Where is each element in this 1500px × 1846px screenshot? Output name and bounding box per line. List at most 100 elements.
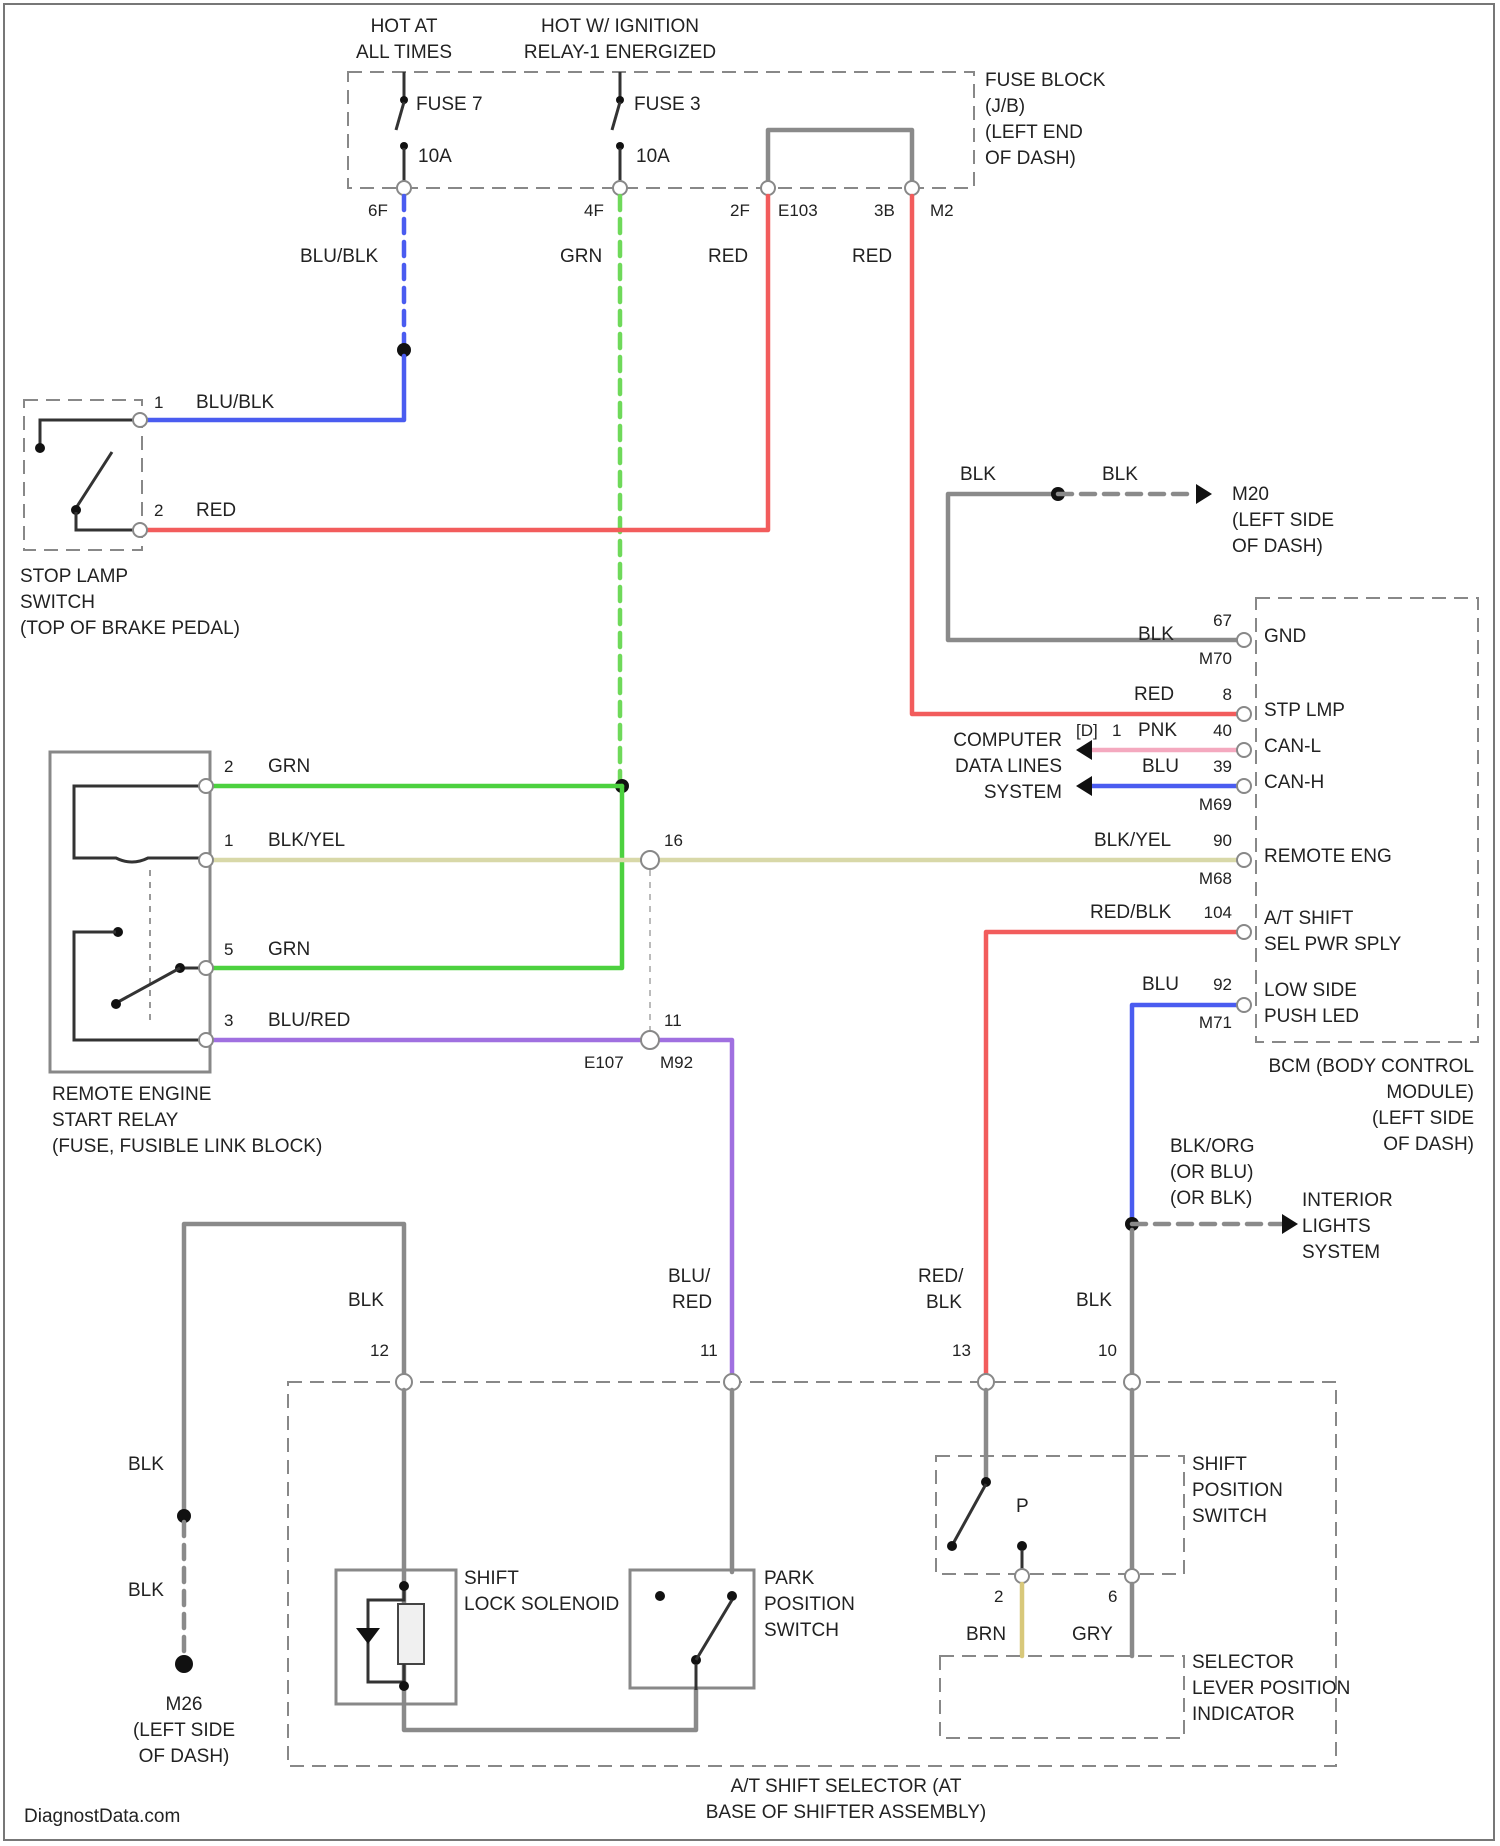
svg-text:M2: M2 (930, 201, 954, 220)
fuse-7: FUSE 7 10A (396, 72, 483, 186)
svg-text:SHIFT: SHIFT (1192, 1454, 1247, 1475)
svg-text:SELECTOR: SELECTOR (1192, 1652, 1294, 1673)
label-blu-39: BLU (1142, 756, 1179, 777)
shifter-label: A/T SHIFT SELECTOR (AT BASE OF SHIFTER A… (706, 1776, 987, 1823)
svg-text:13: 13 (952, 1341, 971, 1360)
interior-lights-arrow (1282, 1214, 1298, 1234)
label-red-stop: RED (196, 500, 236, 521)
svg-text:MODULE): MODULE) (1386, 1082, 1474, 1103)
stop-lamp-switch-label: STOP LAMP SWITCH (TOP OF BRAKE PEDAL) (20, 566, 240, 639)
svg-text:(LEFT SIDE: (LEFT SIDE (1372, 1108, 1474, 1129)
remote-relay-pins: 2 1 5 3 (224, 757, 233, 1030)
ground-m26-label: M26 (LEFT SIDE OF DASH) (133, 1694, 235, 1767)
wire-red-bcm (912, 196, 1238, 714)
label-blk-ground-bottom: BLK (128, 1580, 164, 1601)
shift-position-switch-label: SHIFT POSITION SWITCH (1192, 1454, 1283, 1527)
splice-11-label: 11 (664, 1011, 682, 1030)
shift-position-terminals: 2 6 (994, 1569, 1139, 1606)
shift-lock-solenoid (356, 1581, 424, 1691)
svg-text:STOP LAMP: STOP LAMP (20, 566, 128, 587)
svg-text:39: 39 (1213, 757, 1232, 776)
svg-text:(LEFT SIDE: (LEFT SIDE (133, 1720, 235, 1741)
svg-text:(OR BLK): (OR BLK) (1170, 1188, 1252, 1209)
svg-text:RED: RED (672, 1292, 712, 1313)
svg-text:BASE OF SHIFTER ASSEMBLY): BASE OF SHIFTER ASSEMBLY) (706, 1802, 987, 1823)
svg-text:POSITION: POSITION (1192, 1480, 1283, 1501)
bcm-box (1256, 598, 1478, 1042)
shifter-pins: 12 11 13 10 (370, 1341, 1117, 1360)
svg-text:A/T SHIFT: A/T SHIFT (1264, 908, 1354, 929)
svg-text:PUSH LED: PUSH LED (1264, 1006, 1359, 1027)
svg-text:11: 11 (700, 1341, 718, 1360)
svg-text:A/T SHIFT SELECTOR (AT: A/T SHIFT SELECTOR (AT (731, 1776, 962, 1797)
svg-text:10A: 10A (636, 146, 670, 167)
svg-text:6: 6 (1108, 1587, 1117, 1606)
svg-text:M69: M69 (1199, 795, 1232, 814)
label-grn-relay-2: GRN (268, 756, 310, 777)
shift-lock-solenoid-label: SHIFT LOCK SOLENOID (464, 1568, 619, 1615)
selector-indicator-box (940, 1656, 1184, 1738)
ground-m20-arrow (1196, 484, 1212, 504)
svg-text:67: 67 (1213, 611, 1232, 630)
svg-text:RED/: RED/ (918, 1266, 964, 1287)
computer-data-lines-label: COMPUTER DATA LINES SYSTEM (953, 730, 1062, 803)
svg-text:E103: E103 (778, 201, 818, 220)
svg-text:(LEFT END: (LEFT END (985, 122, 1083, 143)
svg-text:COMPUTER: COMPUTER (953, 730, 1062, 751)
can-h-arrow (1076, 776, 1092, 796)
svg-text:6F: 6F (368, 201, 388, 220)
svg-text:LEVER POSITION: LEVER POSITION (1192, 1678, 1350, 1699)
svg-text:BLK/ORG: BLK/ORG (1170, 1136, 1254, 1157)
svg-text:LIGHTS: LIGHTS (1302, 1216, 1371, 1237)
svg-text:DATA LINES: DATA LINES (955, 756, 1062, 777)
svg-text:START RELAY: START RELAY (52, 1110, 179, 1131)
label-pnk: PNK (1138, 720, 1177, 741)
stop-lamp-switch (35, 420, 138, 530)
bcm-label: BCM (BODY CONTROL MODULE) (LEFT SIDE OF … (1268, 1056, 1474, 1155)
top-label-hot-at-all-times: HOT AT ALL TIMES (356, 16, 452, 63)
svg-text:LOCK SOLENOID: LOCK SOLENOID (464, 1594, 619, 1615)
label-red-blk-bcm: RED/BLK (1090, 902, 1172, 923)
shifter-terminals (396, 1374, 1140, 1390)
svg-text:LOW SIDE: LOW SIDE (1264, 980, 1357, 1001)
remote-relay-label: REMOTE ENGINE START RELAY (FUSE, FUSIBLE… (52, 1084, 322, 1157)
svg-text:SWITCH: SWITCH (764, 1620, 839, 1641)
svg-text:FUSE 3: FUSE 3 (634, 94, 701, 115)
ground-m26-dot (175, 1655, 193, 1673)
svg-text:SHIFT: SHIFT (464, 1568, 519, 1589)
wire-blu-red (212, 1040, 732, 1374)
label-brn: BRN (966, 1624, 1006, 1645)
label-blu-blk-top: BLU/BLK (300, 246, 378, 267)
svg-text:90: 90 (1213, 831, 1232, 850)
svg-text:SWITCH: SWITCH (1192, 1506, 1267, 1527)
stop-lamp-pin-2: 2 (154, 501, 163, 520)
svg-text:104: 104 (1204, 903, 1232, 922)
svg-text:M70: M70 (1199, 649, 1232, 668)
wire-red-stop-lamp (140, 196, 768, 530)
label-blk-yel-bcm: BLK/YEL (1094, 830, 1171, 851)
shift-lock-solenoid-box (336, 1570, 456, 1704)
svg-text:M68: M68 (1199, 869, 1232, 888)
stop-lamp-pin-1: 1 (154, 393, 163, 412)
park-position-switch (655, 1591, 737, 1690)
stop-lamp-pin-1-terminal (133, 413, 147, 427)
label-red-bcm: RED (1134, 684, 1174, 705)
label-blk-bcm: BLK (1138, 624, 1174, 645)
svg-text:OF DASH): OF DASH) (985, 148, 1076, 169)
svg-text:12: 12 (370, 1341, 389, 1360)
can-l-arrow (1076, 740, 1092, 760)
svg-text:(J/B): (J/B) (985, 96, 1025, 117)
watermark: DiagnostData.com (24, 1806, 180, 1827)
remote-relay-coil-contacts (74, 786, 204, 1040)
label-blk-gnd-b: BLK (1102, 464, 1138, 485)
svg-text:GND: GND (1264, 626, 1306, 647)
shifter-wire-labels: BLU/ RED RED/ BLK BLK (668, 1266, 1112, 1313)
svg-text:2F: 2F (730, 201, 750, 220)
svg-text:SWITCH: SWITCH (20, 592, 95, 613)
svg-text:HOT W/ IGNITION: HOT W/ IGNITION (541, 16, 699, 37)
svg-text:REMOTE ENGINE: REMOTE ENGINE (52, 1084, 211, 1105)
interior-lights-label: INTERIOR LIGHTS SYSTEM (1302, 1190, 1393, 1263)
svg-text:BLU/: BLU/ (668, 1266, 711, 1287)
label-blk-org: BLK/ORG (OR BLU) (OR BLK) (1170, 1136, 1254, 1209)
